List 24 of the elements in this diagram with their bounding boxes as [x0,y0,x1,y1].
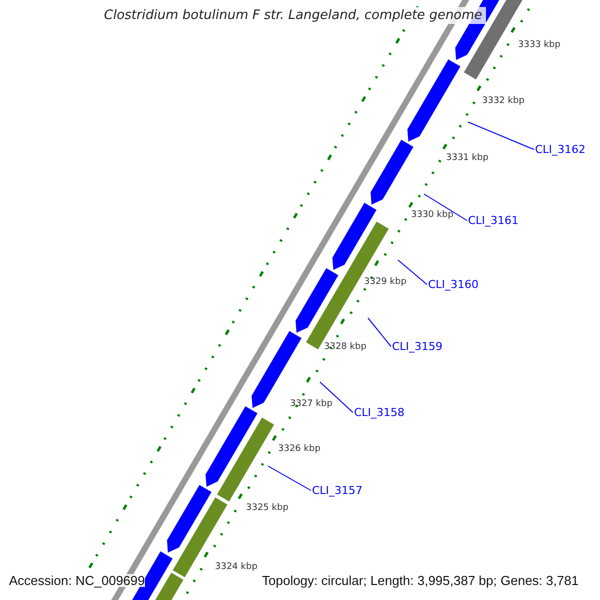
gene-label: CLI_3158 [354,407,405,418]
scale-label: 3330 kbp [411,211,454,220]
leader-line [468,122,534,150]
leader-line [268,466,312,491]
leader-line [398,260,428,285]
scale-label: 3332 kbp [482,97,524,106]
scale-label: 3333 kbp [518,41,560,50]
info-text: Accession: NC_009699 [9,574,145,587]
leader-line [368,318,392,347]
leader-line [320,382,354,413]
gene-label: CLI_3159 [392,341,443,352]
scale-label: 3327 kbp [290,400,332,409]
gene-label: CLI_3162 [535,144,586,155]
gene-label: CLI_3161 [468,215,519,226]
scale-label: 3331 kbp [446,154,488,163]
gene-label: CLI_3160 [428,279,479,290]
scale-label: 3325 kbp [246,504,288,513]
leader-line [424,194,468,221]
gene-label: CLI_3157 [312,485,363,496]
info-text: Topology: circular; Length: 3,995,387 bp; Genes: 3,781 [262,574,579,587]
scale-label: 3324 kbp [215,563,258,572]
scale-label: 3328 kbp [324,343,366,352]
scale-label: 3329 kbp [364,278,406,287]
scale-label: 3326 kbp [278,445,320,454]
